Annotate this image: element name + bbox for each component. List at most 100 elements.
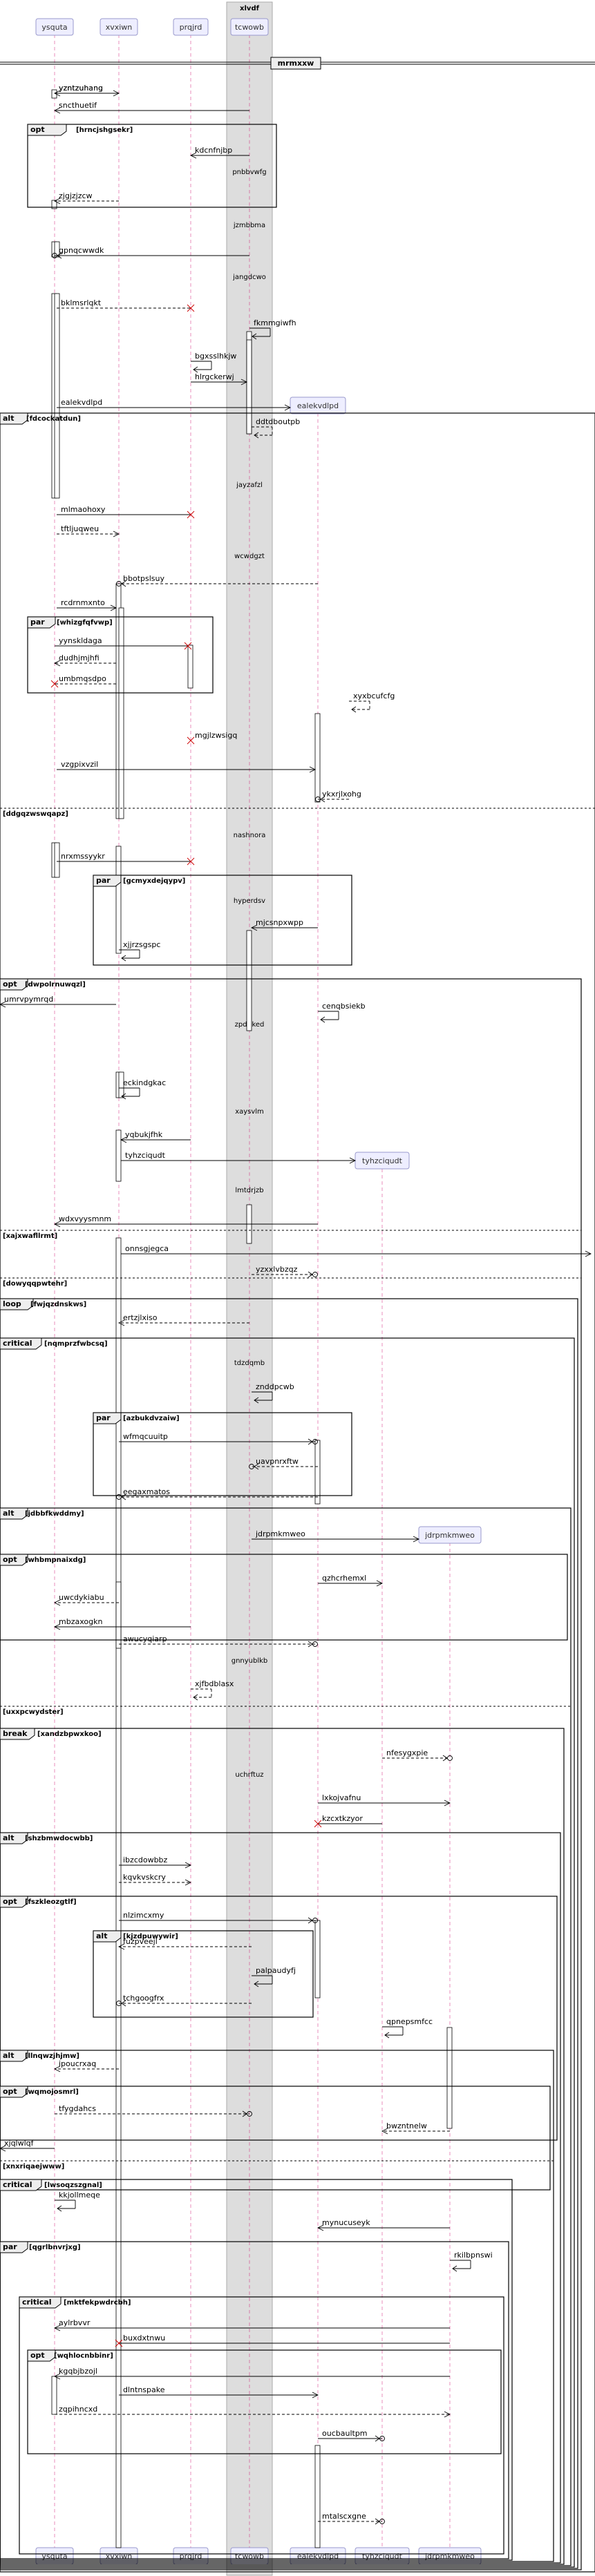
arrowhead [110, 604, 117, 611]
participant-xvxiwn-head[interactable] [100, 18, 138, 36]
frag-opt-5-cond: [dwpolrnuwqzl] [25, 981, 86, 989]
message-label: yzxxlvbzqz [256, 1265, 298, 1274]
message-label: xjqlwlqf [4, 2139, 35, 2148]
frag-opt-1-kw: opt [30, 125, 45, 134]
message-label: kdcnfnjbp [195, 146, 232, 155]
message-label: nlzimcxmy [123, 1911, 164, 1920]
message-label: fkmmgiwfh [254, 318, 296, 327]
frag-opt-16-cond: [wqmojosmrl] [25, 2088, 79, 2096]
arrowhead [351, 706, 357, 713]
message-label: yzntzuhang [59, 84, 103, 93]
participant-ysquta-label: ysquta [41, 23, 67, 32]
arrowhead [193, 1694, 198, 1701]
participant-jdrpmkmweo-head[interactable] [418, 1526, 482, 1544]
participant-ysquta-head[interactable] [35, 18, 74, 36]
message-label: jdrpmkmweo [255, 1529, 305, 1538]
message-label: ipoucrxaq [59, 2059, 96, 2068]
message-label: eegaxmatos [123, 1487, 170, 1496]
frag-par-18-kw: par [3, 2242, 17, 2251]
participant-ealekvdlpd-foot-label: ealekvdlpd [297, 2552, 339, 2561]
message-label: tyhzciqudt [125, 1151, 166, 1160]
activation-bars [51, 89, 453, 2548]
frag-opt-5-else-cond: [xajxwafllrmt] [3, 1232, 57, 1240]
frag-par-8-kw: par [96, 1413, 111, 1422]
message-label: mtalscxgne [322, 2512, 366, 2521]
message-label: kgqbjbzojl [59, 2367, 97, 2376]
message-label: tchgoogfrx [123, 1994, 164, 2003]
participant-ysquta-foot-label: ysquta [41, 2552, 67, 2561]
arrowhead [120, 1136, 127, 1143]
participant-xvxiwn-label: xvxiwn [106, 23, 133, 32]
destroy-mark [187, 857, 195, 866]
destroy-mark [187, 304, 195, 312]
message-label: bgxsslhkjw [195, 352, 236, 361]
arrowhead [53, 1623, 61, 1630]
arrowhead [376, 1580, 384, 1587]
participant-prqjrd-foot-label: prqjrd [180, 2552, 202, 2561]
frag-opt-13-kw: opt [3, 1897, 17, 1906]
separator-tdzdqmb: tdzdqmb [234, 1359, 265, 1367]
arrowhead [254, 1981, 259, 1987]
frag-par-3-cond: [whizgfqfvwp] [57, 619, 113, 627]
arrowhead [185, 1862, 192, 1869]
arrowhead [284, 404, 292, 411]
message-label: zjgjzjzcw [59, 191, 93, 200]
frag-break-11-cond: [xandzbpwxkoo] [37, 1730, 102, 1738]
message-label: yynskldaga [59, 636, 102, 645]
arrowhead [375, 2518, 380, 2525]
message-label: hlrgckerwj [195, 372, 234, 381]
frag-alt-2-cond: [fdcockatdun] [26, 415, 81, 423]
message-label: umbmqsdpo [59, 674, 106, 683]
frag-par-8-cond: [azbukdvzaiw] [123, 1415, 180, 1422]
message-label: umrvpymrqd [4, 995, 53, 1004]
participant-tyhzciqudt-label: tyhzciqudt [362, 1156, 403, 1165]
arrowhead [113, 531, 120, 537]
participant-tcwowb-head[interactable] [230, 18, 269, 36]
destroy-mark [50, 680, 59, 688]
frag-critical-19-kw: critical [22, 2298, 51, 2307]
message-label: xjjrzsgspc [123, 940, 160, 949]
frag-loop-6-kw: loop [3, 1299, 21, 1308]
frag-alt-15-kw: alt [3, 2051, 14, 2060]
frag-loop-6-cond: [fwjqzdnskws] [30, 1301, 86, 1308]
frag-alt-9-kw: alt [3, 1509, 14, 1518]
message-label: dudhjmjhfi [59, 653, 100, 662]
message-label: wfmqcuuitp [123, 1432, 168, 1441]
arrowhead [57, 252, 62, 259]
participant-prqjrd-head[interactable] [173, 18, 209, 36]
message-label: rkilbpnswi [454, 2251, 493, 2260]
message-label: onnsgjegca [125, 1244, 169, 1253]
message-label: sncthuetif [59, 101, 97, 110]
fragments [0, 124, 595, 2573]
arrowhead [254, 432, 259, 439]
separator-jzmbbma: jzmbbma [233, 222, 265, 229]
arrowhead [254, 1463, 259, 1470]
message-label: oucbaultpm [322, 2429, 368, 2438]
arrowhead [250, 924, 258, 931]
message-label: qpnepsmfcc [386, 2017, 433, 2026]
message-label: mgjlzwsigq [195, 731, 237, 740]
separator-wcwdgzt: wcwdgzt [234, 553, 265, 560]
participant-ealekvdlpd-head[interactable] [290, 397, 346, 414]
separator-xaysvlm: xaysvlm [235, 1108, 264, 1116]
message-label: lxkojvafnu [322, 1793, 361, 1802]
message-label: fuzpveejl [123, 1937, 158, 1946]
arrowhead [585, 1250, 592, 1257]
frag-opt-20-cond: [wqhlocnbbinr] [54, 2352, 113, 2360]
arrowhead [53, 2065, 61, 2072]
message-label: vzgpixvzil [61, 760, 98, 769]
frag-critical-7-kw: critical [3, 1339, 32, 1348]
frag-par-4-cond: [gcmyxdejqypv] [123, 877, 185, 885]
message-label: nrxmssyykr [61, 852, 105, 861]
message-label: uavpnrxftw [256, 1457, 299, 1466]
frag-opt-10-kw: opt [3, 1555, 17, 1564]
arrowhead [320, 796, 325, 803]
message-label: uwcdykiabu [59, 1593, 104, 1602]
messages [0, 90, 592, 2525]
message-label: buxdxtnwu [123, 2334, 165, 2343]
destroy-mark [187, 511, 195, 519]
participant-box-label: xlvdf [240, 5, 260, 12]
arrowhead [308, 1438, 313, 1445]
message-label: kqvkvskcry [123, 1873, 166, 1882]
